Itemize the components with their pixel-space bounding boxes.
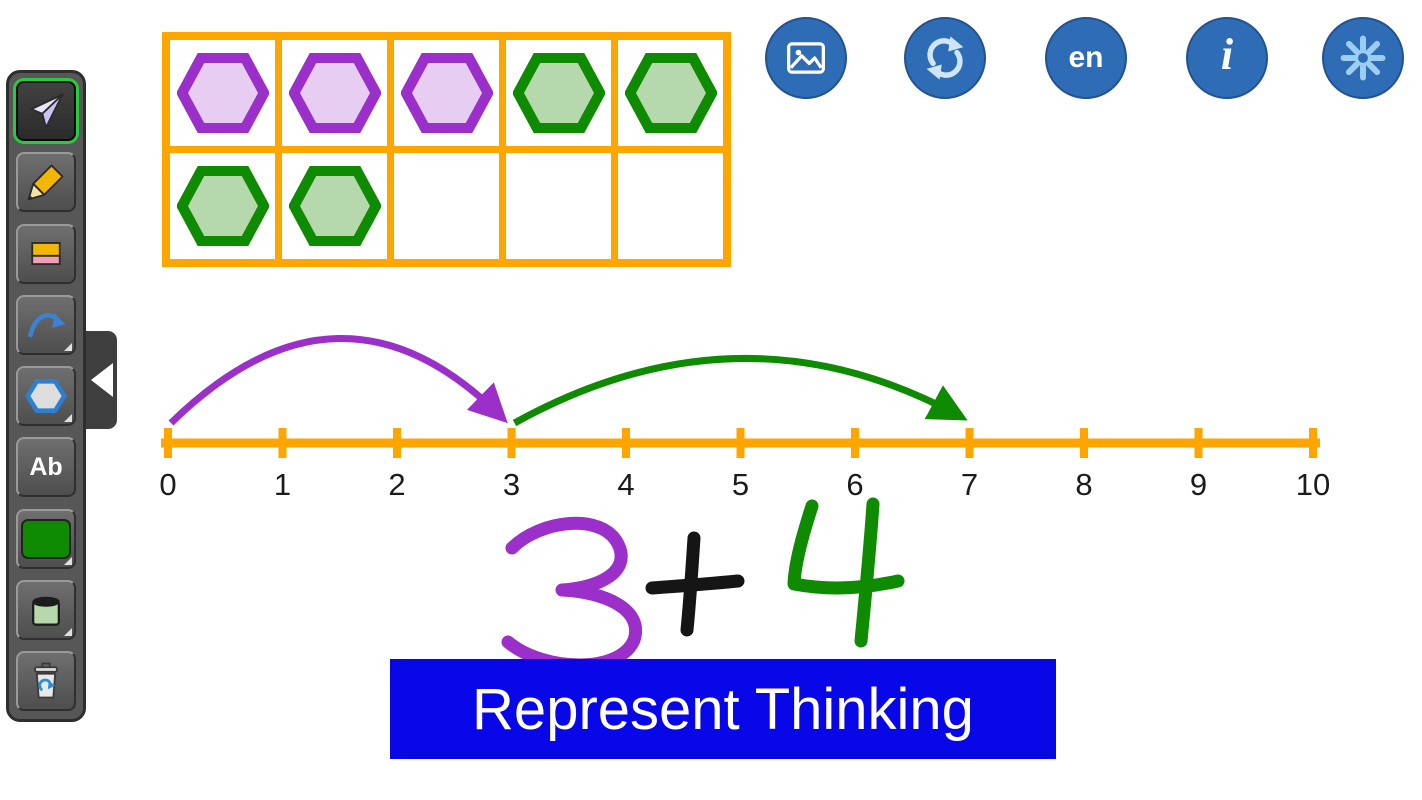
number-line-label: 6 bbox=[846, 467, 863, 502]
info-button[interactable]: i bbox=[1186, 17, 1268, 99]
fill-bucket-icon bbox=[32, 596, 60, 626]
pointer-tool-button[interactable] bbox=[16, 81, 76, 141]
handwritten-4 bbox=[854, 497, 880, 648]
number-line-label: 3 bbox=[503, 467, 520, 502]
handwritten-3 bbox=[501, 516, 643, 672]
trash-recycle-icon bbox=[34, 662, 58, 699]
pencil-icon bbox=[27, 164, 64, 201]
eraser-tool-button[interactable] bbox=[16, 223, 76, 284]
dropdown-caret bbox=[64, 414, 72, 422]
green-hexagon[interactable] bbox=[512, 53, 605, 133]
ten-frame-cell[interactable] bbox=[506, 153, 611, 259]
text-tool-button[interactable]: Ab bbox=[16, 437, 76, 498]
stroke-color-swatch bbox=[21, 518, 71, 559]
trash-tool-button[interactable] bbox=[16, 651, 76, 711]
number-line-label: 9 bbox=[1190, 467, 1207, 502]
fill-color-button[interactable] bbox=[16, 579, 76, 640]
tool-sidebar: Ab bbox=[6, 70, 86, 722]
dropdown-caret bbox=[64, 342, 72, 351]
pointer-icon bbox=[30, 93, 64, 129]
green-hexagon[interactable] bbox=[624, 53, 717, 133]
ten-frame-cell[interactable] bbox=[506, 40, 611, 146]
dropdown-caret bbox=[64, 556, 72, 565]
ten-frame-cell[interactable] bbox=[282, 40, 387, 146]
ten-frame-cell[interactable] bbox=[170, 153, 275, 259]
handwritten-4 bbox=[787, 499, 905, 595]
language-label: en bbox=[1068, 41, 1104, 74]
refresh-icon bbox=[926, 36, 964, 80]
number-line-label: 2 bbox=[388, 467, 405, 502]
number-line-label: 10 bbox=[1296, 467, 1330, 502]
dropdown-caret bbox=[64, 627, 72, 636]
ten-frame bbox=[162, 32, 731, 267]
handwritten-+ bbox=[680, 531, 701, 637]
ten-frame-cell[interactable] bbox=[282, 153, 387, 259]
curve-arrow-icon bbox=[28, 312, 66, 338]
number-line-label: 1 bbox=[274, 467, 291, 502]
number-line-label: 5 bbox=[732, 467, 749, 502]
number-line-label: 7 bbox=[961, 467, 978, 502]
stroke-color-button[interactable] bbox=[16, 508, 76, 569]
language-button[interactable]: en bbox=[1045, 17, 1127, 99]
refresh-button[interactable] bbox=[904, 17, 986, 99]
eraser-icon bbox=[31, 241, 61, 265]
ten-frame-cell[interactable] bbox=[170, 40, 275, 146]
banner-label: Represent Thinking bbox=[472, 676, 974, 742]
sidebar-collapse-handle[interactable] bbox=[86, 328, 120, 432]
ten-frame-cell[interactable] bbox=[618, 40, 723, 146]
handwritten-+ bbox=[645, 574, 745, 595]
info-icon: i bbox=[1220, 30, 1234, 79]
banner: Represent Thinking bbox=[390, 659, 1056, 759]
pencil-tool-button[interactable] bbox=[16, 152, 76, 213]
purple-hexagon[interactable] bbox=[176, 53, 269, 133]
ten-frame-cell[interactable] bbox=[394, 153, 499, 259]
purple-hexagon[interactable] bbox=[288, 53, 381, 133]
ten-frame-cell[interactable] bbox=[394, 40, 499, 146]
number-line-label: 4 bbox=[617, 467, 634, 502]
hexagon-shape-icon bbox=[25, 379, 67, 413]
image-icon bbox=[787, 42, 825, 74]
collapse-arrow-icon bbox=[90, 363, 113, 397]
ten-frame-cell[interactable] bbox=[618, 153, 723, 259]
number-line-label: 0 bbox=[159, 467, 176, 502]
image-button[interactable] bbox=[765, 17, 847, 99]
jump-arc-0-to-3 bbox=[168, 334, 508, 426]
shape-tool-button[interactable] bbox=[16, 366, 76, 426]
curve-tool-button[interactable] bbox=[16, 294, 76, 355]
text-tool-label: Ab bbox=[29, 452, 63, 481]
jump-arc-3-to-7 bbox=[512, 354, 968, 427]
snowflake-button[interactable] bbox=[1322, 17, 1404, 99]
ten-frame-grid bbox=[170, 40, 723, 259]
green-hexagon[interactable] bbox=[176, 166, 269, 246]
green-hexagon[interactable] bbox=[288, 166, 381, 246]
number-line-label: 8 bbox=[1075, 467, 1092, 502]
purple-hexagon[interactable] bbox=[400, 53, 493, 133]
snowflake-icon bbox=[1340, 35, 1386, 81]
